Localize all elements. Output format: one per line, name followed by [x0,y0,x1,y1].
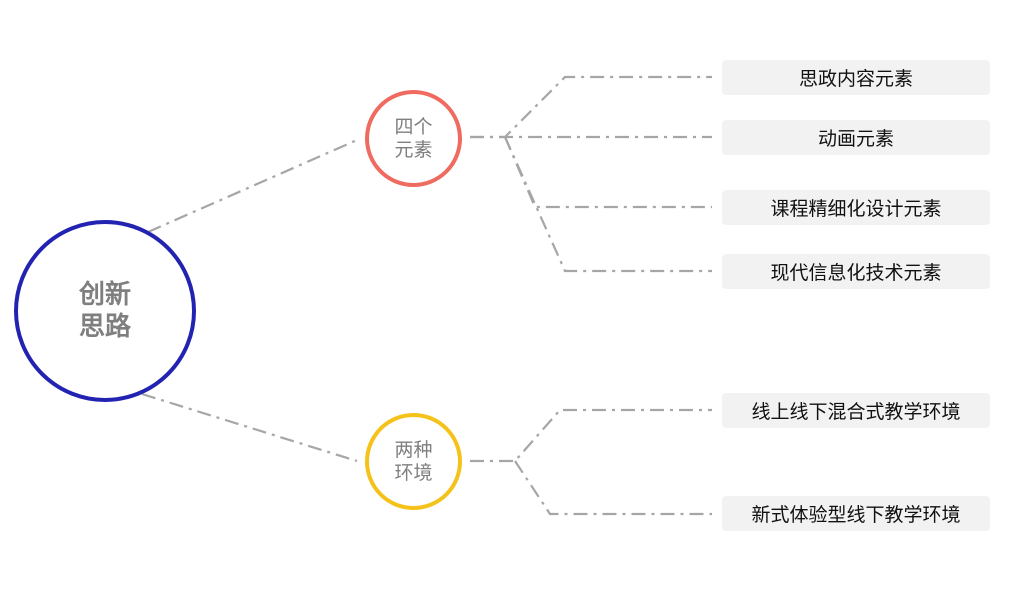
connector-elements-to-leaf-4 [503,136,712,273]
connector-elements-to-leaf-3 [503,136,712,209]
leaf-node: 现代信息化技术元素 [722,254,990,289]
connector-environments-to-leaf-2 [514,460,712,516]
branch-label-four-elements: 四个 元素 [394,115,433,161]
branch-label-two-environments: 两种 环境 [394,438,433,484]
leaf-label: 思政内容元素 [798,68,913,90]
leaf-label: 课程精细化设计元素 [770,198,942,220]
connector-environments-to-leaf-1 [470,408,712,463]
leaf-node: 动画元素 [722,120,990,155]
connector-elements-to-leaf-1 [470,75,712,139]
root-label: 创新 思路 [78,280,131,342]
leaf-label: 线上线下混合式教学环境 [751,401,961,423]
root-node: 创新 思路 [14,220,196,402]
connector-root-to-environments [141,392,358,463]
connector-root-to-elements [147,138,358,234]
leaf-node: 线上线下混合式教学环境 [722,393,990,428]
leaf-node: 思政内容元素 [722,60,990,95]
leaf-node: 课程精细化设计元素 [722,190,990,225]
branch-node-two-environments: 两种 环境 [365,413,462,510]
leaf-node: 新式体验型线下教学环境 [722,496,990,531]
leaf-label: 动画元素 [817,128,894,150]
leaf-label: 现代信息化技术元素 [770,262,942,284]
leaf-label: 新式体验型线下教学环境 [751,504,961,526]
branch-node-four-elements: 四个 元素 [365,90,462,187]
